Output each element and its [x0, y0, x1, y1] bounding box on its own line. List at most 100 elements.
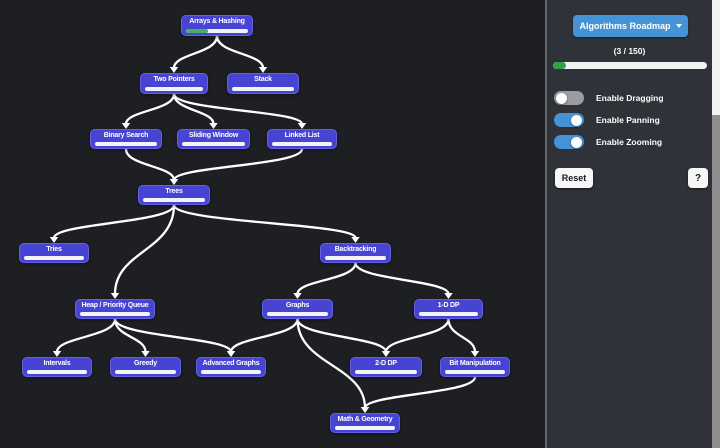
toggle-knob — [571, 114, 582, 126]
node-progress-track — [186, 29, 248, 33]
node-progress-track — [80, 312, 150, 316]
edge-two-pointers-linked-list — [172, 92, 304, 126]
edge-binary-search-trees — [124, 147, 176, 182]
roadmap-node-label: Sliding Window — [188, 131, 239, 139]
scrollbar-thumb[interactable] — [712, 0, 720, 115]
toggle-zooming[interactable] — [554, 135, 584, 149]
toggle-panning[interactable] — [554, 113, 584, 127]
node-progress-track — [272, 142, 332, 146]
edge-trees-backtracking — [172, 203, 357, 240]
roadmap-node-label: Tries — [46, 245, 62, 253]
toggle-dragging[interactable] — [554, 91, 584, 105]
overall-progress-label: (3 / 150) — [613, 46, 646, 56]
edge-two-pointers-sliding-window — [172, 92, 215, 126]
edge-1d-dp-2d-dp — [384, 317, 450, 354]
roadmap-node-advanced-graphs[interactable]: Advanced Graphs — [196, 357, 266, 377]
edge-heap-priority-queue-advanced-graphs — [113, 317, 233, 354]
roadmap-node-label: Linked List — [284, 131, 320, 139]
roadmap-node-label: Heap / Priority Queue — [81, 301, 149, 309]
toggle-zooming-label: Enable Zooming — [596, 137, 663, 147]
roadmap-node-label: Advanced Graphs — [202, 359, 260, 367]
arrowhead-icon — [351, 237, 360, 243]
edge-1d-dp-bit-manipulation — [447, 317, 477, 354]
node-progress-track — [201, 370, 261, 374]
arrowhead-icon — [52, 351, 62, 357]
roadmap-node-bit-manipulation[interactable]: Bit Manipulation — [440, 357, 510, 377]
roadmap-node-arrays-hashing[interactable]: Arrays & Hashing — [181, 15, 253, 36]
edge-two-pointers-binary-search — [124, 92, 176, 126]
overall-progress-fill — [553, 62, 567, 69]
edge-linked-list-trees — [172, 147, 304, 182]
roadmap-node-1d-dp[interactable]: 1-D DP — [414, 299, 483, 319]
toggle-row-panning: Enable Panning — [554, 113, 709, 127]
node-progress-track — [335, 426, 395, 430]
roadmap-node-graphs[interactable]: Graphs — [262, 299, 333, 319]
node-progress-track — [182, 142, 245, 146]
roadmap-node-greedy[interactable]: Greedy — [110, 357, 181, 377]
edge-trees-heap-priority-queue — [113, 203, 176, 296]
node-progress-track — [143, 198, 205, 202]
arrowhead-icon — [381, 351, 391, 357]
node-progress-track — [115, 370, 176, 374]
roadmap-node-intervals[interactable]: Intervals — [22, 357, 92, 377]
arrowhead-icon — [110, 293, 120, 299]
toggle-row-dragging: Enable Dragging — [554, 91, 709, 105]
node-progress-track — [445, 370, 505, 374]
roadmap-node-label: Intervals — [43, 359, 71, 367]
arrowhead-icon — [169, 67, 179, 73]
overall-progress-bar — [553, 62, 707, 69]
arrowhead-icon — [444, 293, 453, 299]
node-progress-track — [232, 87, 294, 91]
edge-graphs-2d-dp — [296, 317, 388, 354]
edge-arrays-hashing-two-pointers — [172, 34, 219, 70]
edge-backtracking-1d-dp — [354, 261, 450, 296]
node-progress-track — [24, 256, 84, 260]
caret-down-icon — [675, 24, 682, 28]
roadmap-selector-label: Algorithms Roadmap — [579, 21, 671, 31]
roadmap-node-linked-list[interactable]: Linked List — [267, 129, 337, 149]
roadmap-node-label: Graphs — [285, 301, 310, 309]
reset-button[interactable]: Reset — [555, 168, 593, 188]
roadmap-node-heap-priority-queue[interactable]: Heap / Priority Queue — [75, 299, 155, 319]
roadmap-node-stack[interactable]: Stack — [227, 73, 299, 94]
node-progress-track — [27, 370, 87, 374]
toggle-row-zooming: Enable Zooming — [554, 135, 709, 149]
roadmap-node-label: Two Pointers — [153, 75, 195, 83]
roadmap-edges-layer — [49, 34, 480, 413]
roadmap-node-2d-dp[interactable]: 2-D DP — [350, 357, 422, 377]
roadmap-node-two-pointers[interactable]: Two Pointers — [140, 73, 208, 94]
edge-graphs-math-geometry — [296, 317, 367, 410]
node-progress-track — [325, 256, 386, 260]
roadmap-node-label: Bit Manipulation — [449, 359, 501, 367]
roadmap-selector-dropdown[interactable]: Algorithms Roadmap — [573, 15, 688, 37]
edge-bit-manipulation-math-geometry — [363, 375, 477, 410]
arrowhead-icon — [226, 351, 236, 357]
toggle-dragging-label: Enable Dragging — [596, 93, 664, 103]
arrowhead-icon — [169, 179, 179, 185]
node-progress-track — [355, 370, 417, 374]
roadmap-node-binary-search[interactable]: Binary Search — [90, 129, 162, 149]
arrowhead-icon — [121, 123, 131, 129]
roadmap-node-label: Stack — [254, 75, 272, 83]
toggle-knob — [556, 92, 567, 104]
control-panel: Algorithms Roadmap (3 / 150) Enable Drag… — [545, 0, 712, 448]
toggle-panning-label: Enable Panning — [596, 115, 660, 125]
arrowhead-icon — [49, 237, 59, 243]
roadmap-node-label: 2-D DP — [375, 359, 397, 367]
roadmap-node-sliding-window[interactable]: Sliding Window — [177, 129, 250, 149]
roadmap-node-trees[interactable]: Trees — [138, 185, 210, 205]
roadmap-node-label: Binary Search — [103, 131, 149, 139]
page-scrollbar[interactable] — [712, 0, 720, 448]
toggle-knob — [571, 136, 582, 148]
edge-arrays-hashing-stack — [215, 34, 265, 70]
edge-backtracking-graphs — [296, 261, 357, 296]
edge-graphs-advanced-graphs — [229, 317, 299, 354]
roadmap-node-tries[interactable]: Tries — [19, 243, 89, 263]
roadmap-node-math-geometry[interactable]: Math & Geometry — [330, 413, 400, 433]
roadmap-node-label: Trees — [165, 187, 183, 195]
roadmap-node-backtracking[interactable]: Backtracking — [320, 243, 391, 263]
help-button[interactable]: ? — [688, 168, 708, 188]
arrowhead-icon — [297, 123, 307, 129]
